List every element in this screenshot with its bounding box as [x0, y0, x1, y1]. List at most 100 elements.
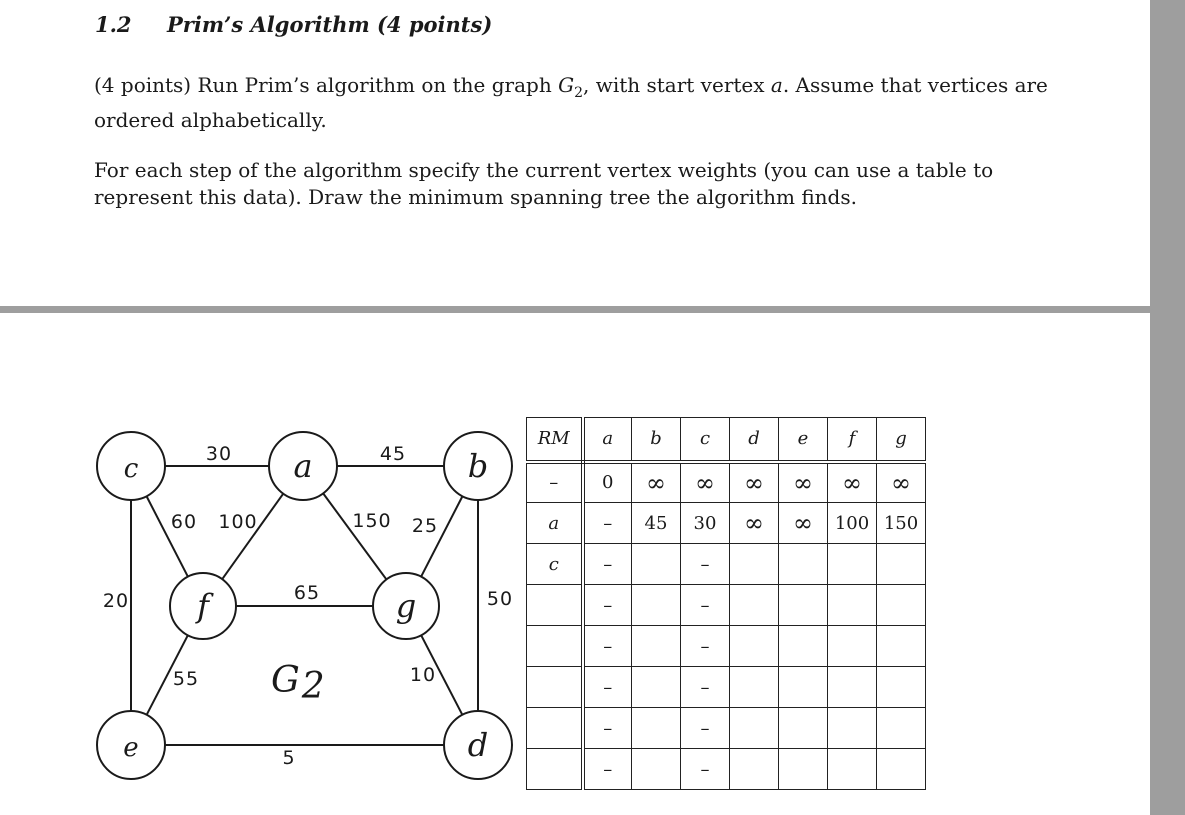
edge-weight-b-d: 50	[487, 588, 513, 610]
table-cell: ∞	[778, 461, 828, 503]
table-header-cell: e	[778, 417, 828, 464]
edge-weight-e-d: 5	[282, 747, 295, 769]
vertex-label-c: c	[124, 454, 139, 484]
table-cell: –	[582, 748, 632, 790]
table-cell	[631, 543, 681, 585]
problem-text-1: (4 points) Run Prim’s algorithm on the g…	[94, 73, 559, 97]
table-header-cell: g	[876, 417, 926, 464]
vertex-c	[96, 431, 166, 501]
table-cell	[827, 625, 877, 667]
table-header-cell: f	[827, 417, 877, 464]
table-cell	[827, 666, 877, 708]
table-cell: –	[680, 584, 730, 626]
table-cell	[526, 666, 585, 708]
table-cell: –	[680, 666, 730, 708]
table-cell: –	[680, 748, 730, 790]
table-cell: –	[582, 502, 632, 544]
table-row: ––	[526, 625, 926, 667]
table-cell: c	[526, 543, 585, 585]
vertex-label-d: d	[468, 726, 488, 764]
section-number: 1.2	[95, 12, 132, 37]
graph-name: G2	[271, 660, 325, 707]
table-cell: ∞	[876, 461, 926, 503]
table-header-cell: a	[582, 417, 632, 464]
table-row: c––	[526, 543, 926, 585]
table-cell	[876, 625, 926, 667]
graph-symbol: G	[558, 73, 575, 97]
table-cell	[526, 707, 585, 749]
table-cell: ∞	[778, 502, 828, 544]
problem-text-3: . Assume that vertices are ordered alpha…	[94, 73, 1048, 132]
table-header-cell: d	[729, 417, 779, 464]
table-cell	[729, 584, 779, 626]
vertex-label-g: g	[396, 587, 416, 625]
table-cell: –	[582, 625, 632, 667]
start-vertex: a	[770, 73, 783, 97]
edge-weight-g-d: 10	[410, 664, 436, 686]
edge-weight-c-f: 60	[171, 511, 197, 533]
edge-g-d	[420, 634, 464, 716]
edge-weight-f-e: 55	[173, 668, 199, 690]
vertex-label-e: e	[123, 733, 138, 763]
table-cell	[729, 748, 779, 790]
table-cell: ∞	[680, 461, 730, 503]
table-cell: a	[526, 502, 585, 544]
edge-f-e	[145, 634, 189, 716]
table-cell	[631, 625, 681, 667]
edge-weight-f-g: 65	[294, 582, 320, 604]
table-cell: 100	[827, 502, 877, 544]
scrollbar[interactable]	[1150, 0, 1185, 815]
vertex-label-b: b	[468, 447, 488, 485]
table-cell	[827, 707, 877, 749]
table-cell: 0	[582, 461, 632, 503]
vertex-d	[443, 710, 513, 780]
table-cell	[778, 666, 828, 708]
table-cell	[827, 584, 877, 626]
table-cell	[526, 748, 585, 790]
edge-weight-a-f: 100	[218, 511, 257, 533]
edge-a-g	[322, 492, 388, 581]
table-cell	[729, 666, 779, 708]
table-cell	[729, 543, 779, 585]
table-row: –0∞∞∞∞∞∞	[526, 461, 926, 503]
vertex-g	[372, 572, 440, 640]
edge-a-f	[221, 493, 285, 580]
table-cell	[778, 543, 828, 585]
table-header-cell: b	[631, 417, 681, 464]
table-cell	[876, 748, 926, 790]
edge-weight-b-g: 25	[412, 515, 438, 537]
table-header-cell: RM	[526, 417, 585, 464]
table-cell: –	[680, 707, 730, 749]
table-cell	[729, 625, 779, 667]
graph-subscript: 2	[574, 85, 583, 101]
problem-statement: (4 points) Run Prim’s algorithm on the g…	[94, 72, 1054, 134]
table-cell	[729, 707, 779, 749]
table-cell: 150	[876, 502, 926, 544]
edge-weight-a-b: 45	[380, 443, 406, 465]
section-title: Prim’s Algorithm (4 points)	[167, 12, 493, 37]
table-cell	[526, 625, 585, 667]
vertex-b	[443, 431, 513, 501]
table-header-cell: c	[680, 417, 730, 464]
edge-weight-c-e: 20	[103, 590, 129, 612]
table-cell	[876, 543, 926, 585]
table-cell	[778, 584, 828, 626]
table-cell: –	[582, 584, 632, 626]
table-cell: ∞	[729, 502, 779, 544]
table-cell	[876, 707, 926, 749]
section-heading: 1.2 Prim’s Algorithm (4 points)	[95, 12, 492, 37]
page-divider	[0, 306, 1150, 313]
table-cell: –	[582, 707, 632, 749]
table-row: ––	[526, 748, 926, 790]
table-cell	[631, 748, 681, 790]
table-row: ––	[526, 584, 926, 626]
table-cell: –	[680, 625, 730, 667]
table-cell: ∞	[729, 461, 779, 503]
edge-weight-c-a: 30	[206, 443, 232, 465]
table-cell	[526, 584, 585, 626]
